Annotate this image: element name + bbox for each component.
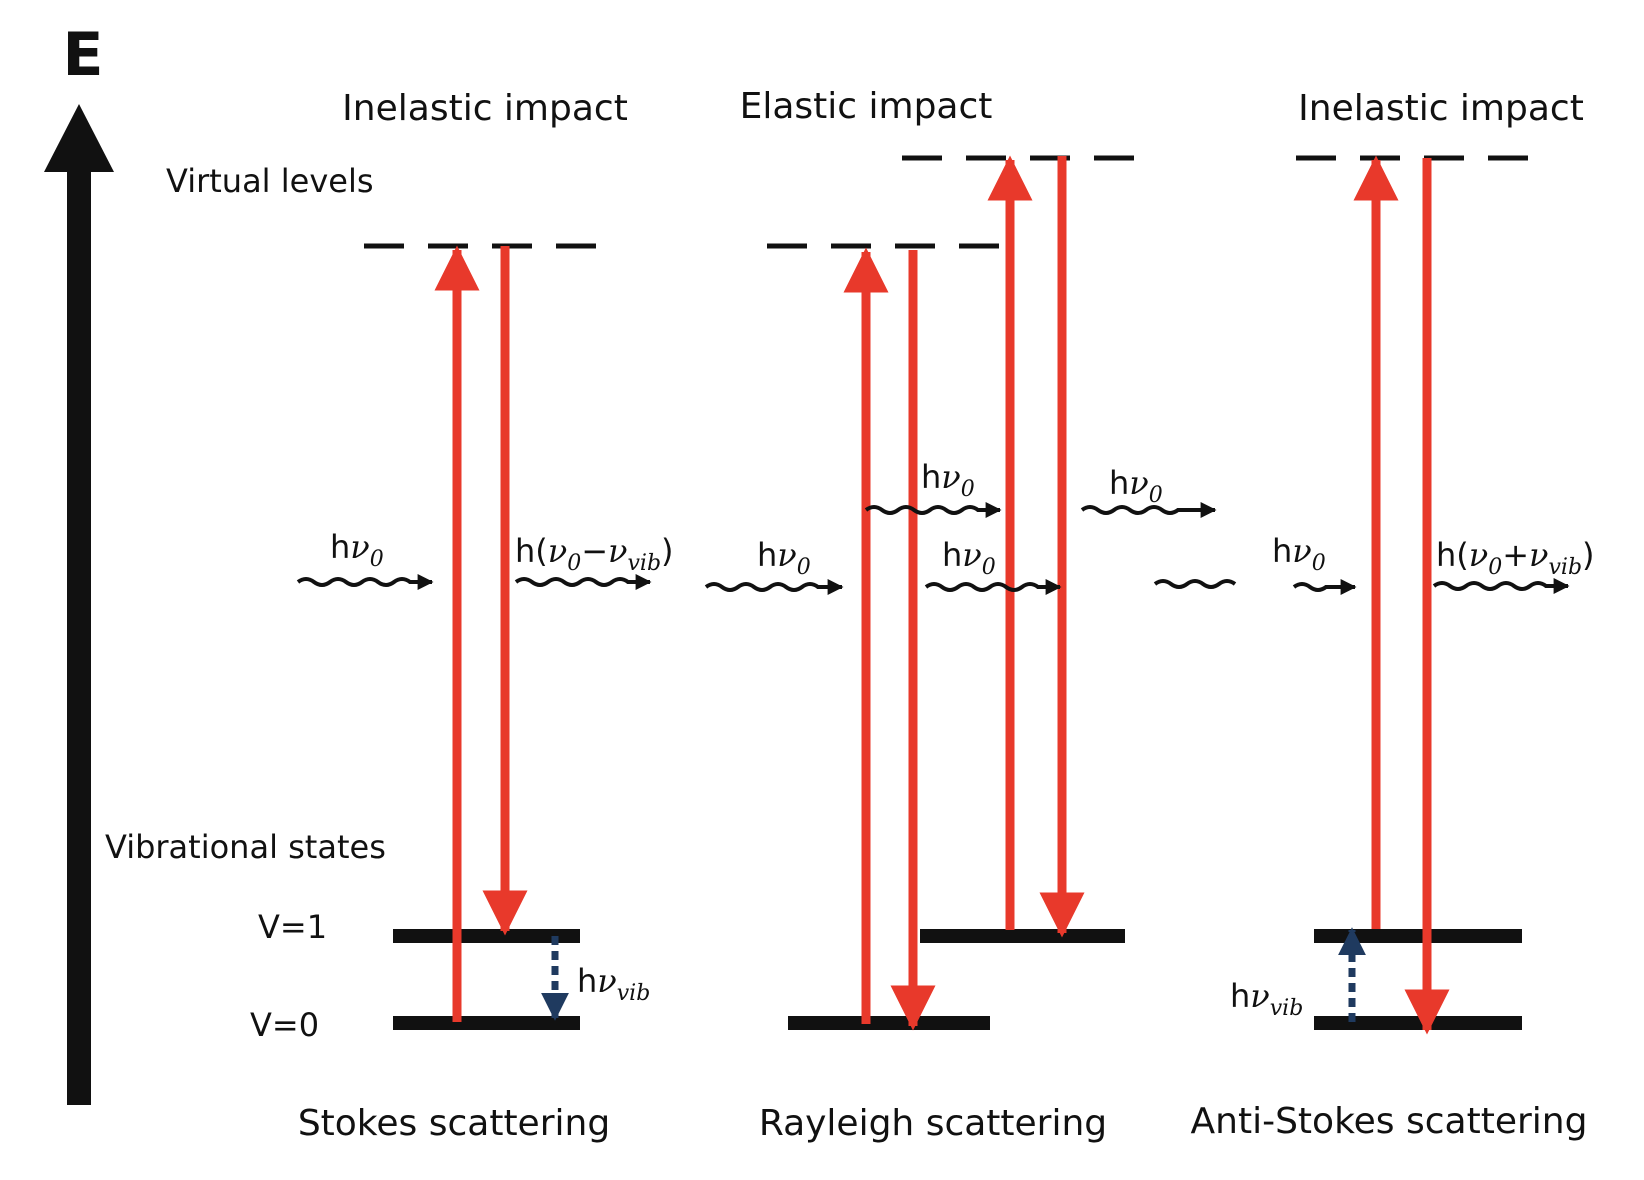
vibrational-states-label: Vibrational states (105, 828, 386, 866)
rayleigh-incident-photon (704, 579, 844, 595)
stokes-incident-photon (296, 574, 434, 590)
antistokes-header: Inelastic impact (1298, 88, 1584, 129)
stokes-scattered-photon-label: h(ν0−νvib) (515, 532, 674, 576)
antistokes-scattered-photon-label: h(ν0+νvib) (1436, 536, 1595, 580)
antistokes-footer: Anti-Stokes scattering (1191, 1101, 1588, 1142)
antistokes-scattered-photon (1432, 578, 1570, 594)
rayleigh-incident-photon-label: hν0 (757, 536, 811, 580)
rayleigh-footer: Rayleigh scattering (759, 1103, 1107, 1144)
stokes-header: Inelastic impact (342, 88, 628, 129)
antistokes-incident-photon-label: hν0 (1272, 532, 1326, 576)
antistokes-incident-photon (1292, 579, 1357, 595)
stokes-v0-state (393, 1016, 580, 1030)
rayleigh-scattered-photon-upper-label: hν0 (921, 458, 975, 502)
v1-label: V=1 (258, 908, 327, 946)
stokes-footer: Stokes scattering (298, 1103, 610, 1144)
rayleigh-scattered-photon-lower (924, 579, 1062, 595)
rayleigh-outgoing-photon-label: hν0 (1109, 464, 1163, 508)
antistokes-v0-state (1314, 1016, 1522, 1030)
antistokes-v1-state (1314, 929, 1522, 943)
antistokes-incident-wave-segment (1153, 579, 1237, 589)
rayleigh-header: Elastic impact (740, 86, 993, 127)
rayleigh-scattered-photon-lower-label: hν0 (942, 536, 996, 580)
stokes-v1-state (393, 929, 580, 943)
rayleigh-v0-state (788, 1016, 990, 1030)
stokes-vibration-label: hνvib (577, 962, 650, 1006)
stokes-scattered-photon (514, 574, 652, 590)
v0-label: V=0 (250, 1006, 319, 1044)
rayleigh-outgoing-photon (1080, 502, 1217, 518)
antistokes-vibration-label: hνvib (1230, 977, 1303, 1021)
virtual-levels-label: Virtual levels (166, 162, 374, 200)
energy-axis-label: E (63, 20, 104, 90)
rayleigh-v1-state (920, 929, 1125, 943)
rayleigh-scattered-photon-upper (864, 502, 1002, 518)
stokes-incident-photon-label: hν0 (330, 528, 384, 572)
energy-axis (44, 104, 114, 1105)
